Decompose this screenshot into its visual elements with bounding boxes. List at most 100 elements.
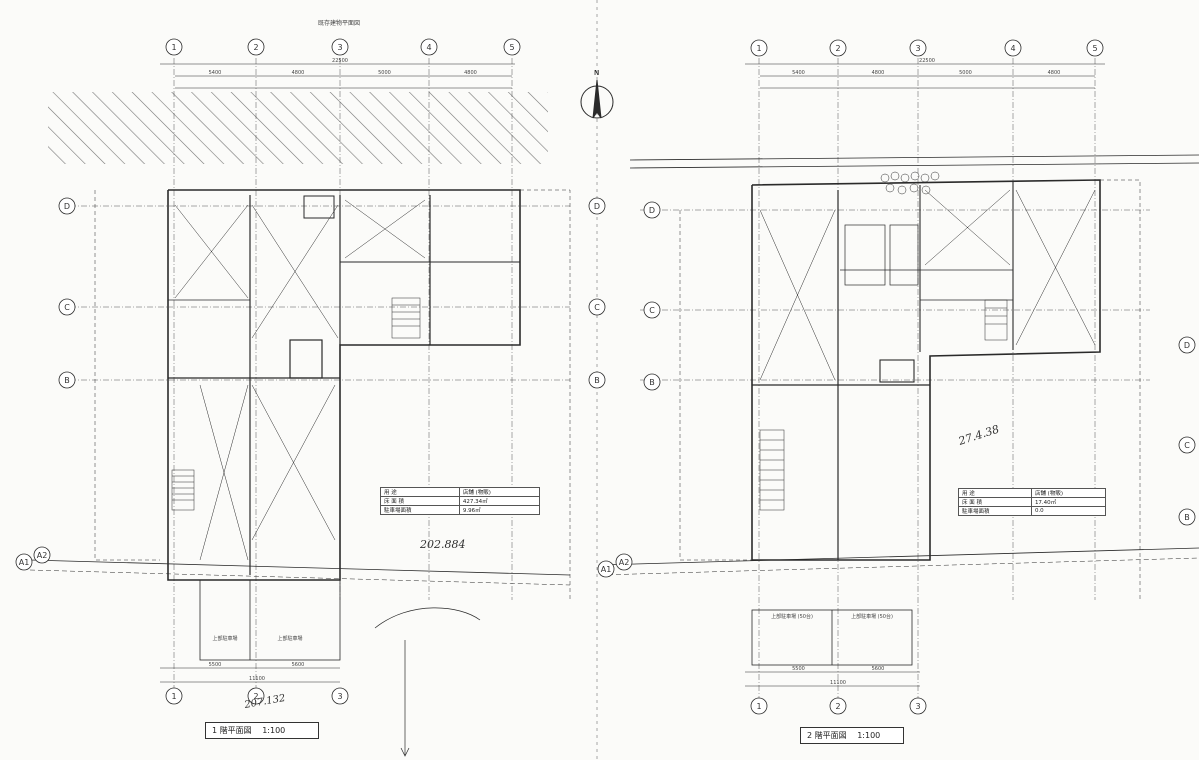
grid-bubble-col-5: 5 (503, 38, 521, 56)
dim-right-bottom-bay: 5500 (792, 666, 805, 672)
grid-bubble-row-B-label: B (1184, 513, 1190, 522)
grid-bubble-col-1: 1 (750, 697, 768, 715)
dim-left-bay: 4800 (292, 70, 305, 76)
dim-left-bottom-bay: 5600 (292, 662, 305, 668)
grid-bubble-row-D-label: D (649, 206, 655, 215)
grid-bubble-row-C: C (58, 298, 76, 316)
grid-bubble-col-2: 2 (247, 687, 265, 705)
parking-label-left: 上部駐車場 (212, 635, 237, 642)
grid-bubble-row-A2-label: A2 (619, 558, 630, 567)
grid-bubble-row-D: D (588, 197, 606, 215)
grid-bubble-col-5: 5 (1086, 39, 1104, 57)
area-table-right-row: 用 途店舗 (物販) (958, 488, 1107, 498)
grid-bubble-row-B-label: B (64, 376, 70, 385)
left-plan-1f (29, 58, 571, 757)
grid-bubble-col-2-label: 2 (835, 702, 840, 711)
grid-bubble-col-1-label: 1 (171, 43, 176, 52)
grid-bubble-row-C: C (1178, 436, 1196, 454)
dim-right-bay: 4800 (1048, 70, 1061, 76)
grid-bubble-row-B: B (588, 371, 606, 389)
grid-bubble-col-3-label: 3 (337, 43, 342, 52)
area-table-right-label: 駐車場面積 (958, 506, 1032, 516)
parking-label-right: 上部駐車場 (50台) (851, 613, 893, 620)
grid-bubble-row-D-label: D (1184, 341, 1190, 350)
grid-bubble-col-2-label: 2 (835, 44, 840, 53)
grid-bubble-col-3: 3 (909, 39, 927, 57)
grid-bubble-col-1: 1 (750, 39, 768, 57)
grid-bubble-col-1: 1 (165, 687, 183, 705)
area-table-left-value: 9.96㎡ (458, 505, 541, 515)
hatched-area (48, 92, 548, 164)
north-label: N (594, 69, 599, 77)
grid-bubble-row-C: C (643, 301, 661, 319)
area-table-right-label: 床 面 積 (958, 497, 1032, 507)
grid-bubble-row-A2: A2 (33, 546, 51, 564)
grid-bubble-col-2: 2 (829, 39, 847, 57)
grid-bubble-col-3: 3 (331, 687, 349, 705)
grid-bubble-row-B: B (58, 371, 76, 389)
dim-right-overall: 22500 (919, 58, 935, 64)
grid-bubble-row-C-label: C (594, 303, 600, 312)
sheet-top-note: 既存建物平面図 (318, 20, 361, 27)
grid-bubble-row-A1-label: A1 (19, 558, 30, 567)
grid-bubble-row-A2-label: A2 (37, 551, 48, 560)
dim-right-bottom-overall: 11100 (830, 680, 846, 686)
area-table-right-value: 店舗 (物販) (1030, 488, 1107, 498)
grid-bubble-row-D: D (1178, 336, 1196, 354)
dim-right-bay: 5400 (792, 70, 805, 76)
dim-right-bottom-bay: 5600 (872, 666, 885, 672)
grid-bubble-col-5-label: 5 (1092, 44, 1097, 53)
dim-right-bay: 5000 (959, 70, 972, 76)
grid-bubble-col-1-label: 1 (171, 692, 176, 701)
grid-bubble-col-4-label: 4 (426, 43, 431, 52)
area-table-left-label: 用 途 (380, 487, 460, 497)
grid-bubble-row-B-label: B (649, 378, 655, 387)
grid-bubble-row-C-label: C (64, 303, 70, 312)
grid-bubble-col-3-label: 3 (915, 44, 920, 53)
parking-label-right: 上部駐車場 (50台) (771, 613, 813, 620)
grid-bubble-row-B: B (643, 373, 661, 391)
right-plan-2f (599, 58, 1199, 700)
area-table-left-row: 用 途店舗 (物販) (380, 487, 541, 497)
grid-bubble-row-B-label: B (594, 376, 600, 385)
grid-bubble-col-5-label: 5 (509, 43, 514, 52)
area-table-right-value: 17.40㎡ (1030, 497, 1107, 507)
grid-bubble-row-A1: A1 (597, 560, 615, 578)
grid-bubble-row-C: C (588, 298, 606, 316)
handwritten-note-left: 202.884 (419, 538, 466, 551)
area-table-right-label: 用 途 (958, 488, 1032, 498)
grid-bubble-col-4: 4 (420, 38, 438, 56)
area-table-left-value: 店舗 (物販) (458, 487, 541, 497)
dim-left-overall: 22500 (332, 58, 348, 64)
grid-bubble-row-B: B (1178, 508, 1196, 526)
grid-bubble-col-1: 1 (165, 38, 183, 56)
parking-label-left: 上部駐車場 (277, 635, 302, 642)
dim-left-bottom-overall: 11100 (249, 676, 265, 682)
caption-left-title: 1 階平面図 (212, 726, 252, 735)
grid-bubble-col-4-label: 4 (1010, 44, 1015, 53)
grid-bubble-col-2: 2 (247, 38, 265, 56)
area-table-left-label: 床 面 積 (380, 496, 460, 506)
dim-left-bay: 5400 (209, 70, 222, 76)
grid-bubble-row-D-label: D (594, 202, 600, 211)
grid-bubble-row-C-label: C (649, 306, 655, 315)
grid-bubble-row-A1-label: A1 (601, 565, 612, 574)
area-table-right-value: 0.0 (1030, 506, 1107, 516)
dim-left-bottom-bay: 5500 (209, 662, 222, 668)
dim-left-bay: 4800 (464, 70, 477, 76)
grid-bubble-row-D-label: D (64, 202, 70, 211)
caption-right-title: 2 階平面図 (807, 731, 847, 740)
grid-bubble-col-3-label: 3 (915, 702, 920, 711)
grid-bubble-col-1-label: 1 (756, 702, 761, 711)
dim-left-bay: 5000 (378, 70, 391, 76)
caption-right-scale: 1:100 (857, 731, 881, 740)
grid-bubble-col-3: 3 (331, 38, 349, 56)
